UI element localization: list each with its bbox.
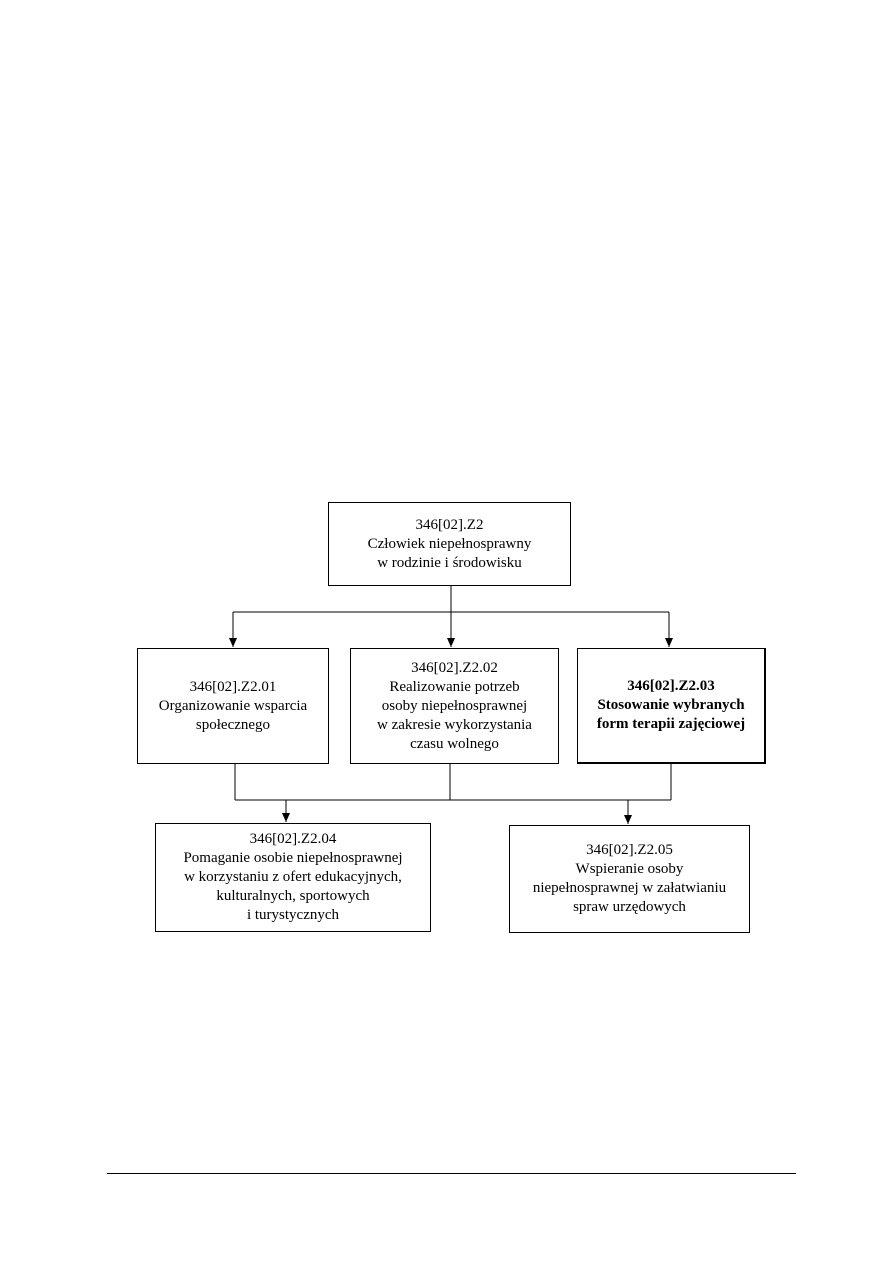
box-title-line: czasu wolnego (410, 735, 499, 752)
box-title-line: społecznego (195, 716, 271, 733)
box-346-02-z2-01: 346[02].Z2.01 Organizowanie wsparcia spo… (137, 648, 329, 764)
box-code: 346[02].Z2.02 (411, 659, 498, 676)
box-title-line: i turystycznych (246, 907, 340, 923)
footer-rule (107, 1173, 796, 1174)
box-346-02-z2-03-highlighted: 346[02].Z2.03 Stosowanie wybranych form … (577, 648, 766, 764)
box-title-line: w rodzinie i środowisku (377, 554, 522, 571)
box-title-line: Organizowanie wsparcia (158, 697, 308, 714)
box-title-line: Stosowanie wybranych (597, 697, 745, 713)
box-title-line: niepełnosprawnej w załatwianiu (532, 880, 727, 896)
box-code: 346[02].Z2.04 (249, 831, 337, 847)
box-title-line: kulturalnych, sportowych (216, 888, 370, 904)
box-title-line: Pomaganie osobie niepełnosprawnej (183, 850, 403, 866)
box-346-02-z2-02: 346[02].Z2.02 Realizowanie potrzeb osoby… (350, 648, 559, 764)
box-346-02-z2: 346[02].Z2 Człowiek niepełnosprawny w ro… (328, 502, 571, 586)
box-title-line: osoby niepełnosprawnej (381, 697, 528, 714)
box-346-02-z2-05: 346[02].Z2.05 Wspieranie osoby niepełnos… (509, 825, 750, 933)
box-title-line: spraw urzędowych (573, 899, 686, 915)
box-code: 346[02].Z2 (415, 516, 484, 533)
box-code: 346[02].Z2.03 (627, 678, 715, 694)
box-title-line: Realizowanie potrzeb (389, 678, 520, 695)
box-346-02-z2-04: 346[02].Z2.04 Pomaganie osobie niepełnos… (155, 823, 431, 932)
box-title-line: form terapii zajęciowej (596, 716, 746, 732)
box-title-line: w korzystaniu z ofert edukacyjnych, (184, 869, 402, 885)
box-title-line: Człowiek niepełnosprawny (367, 535, 532, 552)
box-title-line: w zakresie wykorzystania (377, 716, 532, 733)
box-code: 346[02].Z2.01 (189, 678, 277, 695)
box-code: 346[02].Z2.05 (586, 842, 673, 858)
box-title-line: Wspieranie osoby (575, 861, 684, 877)
